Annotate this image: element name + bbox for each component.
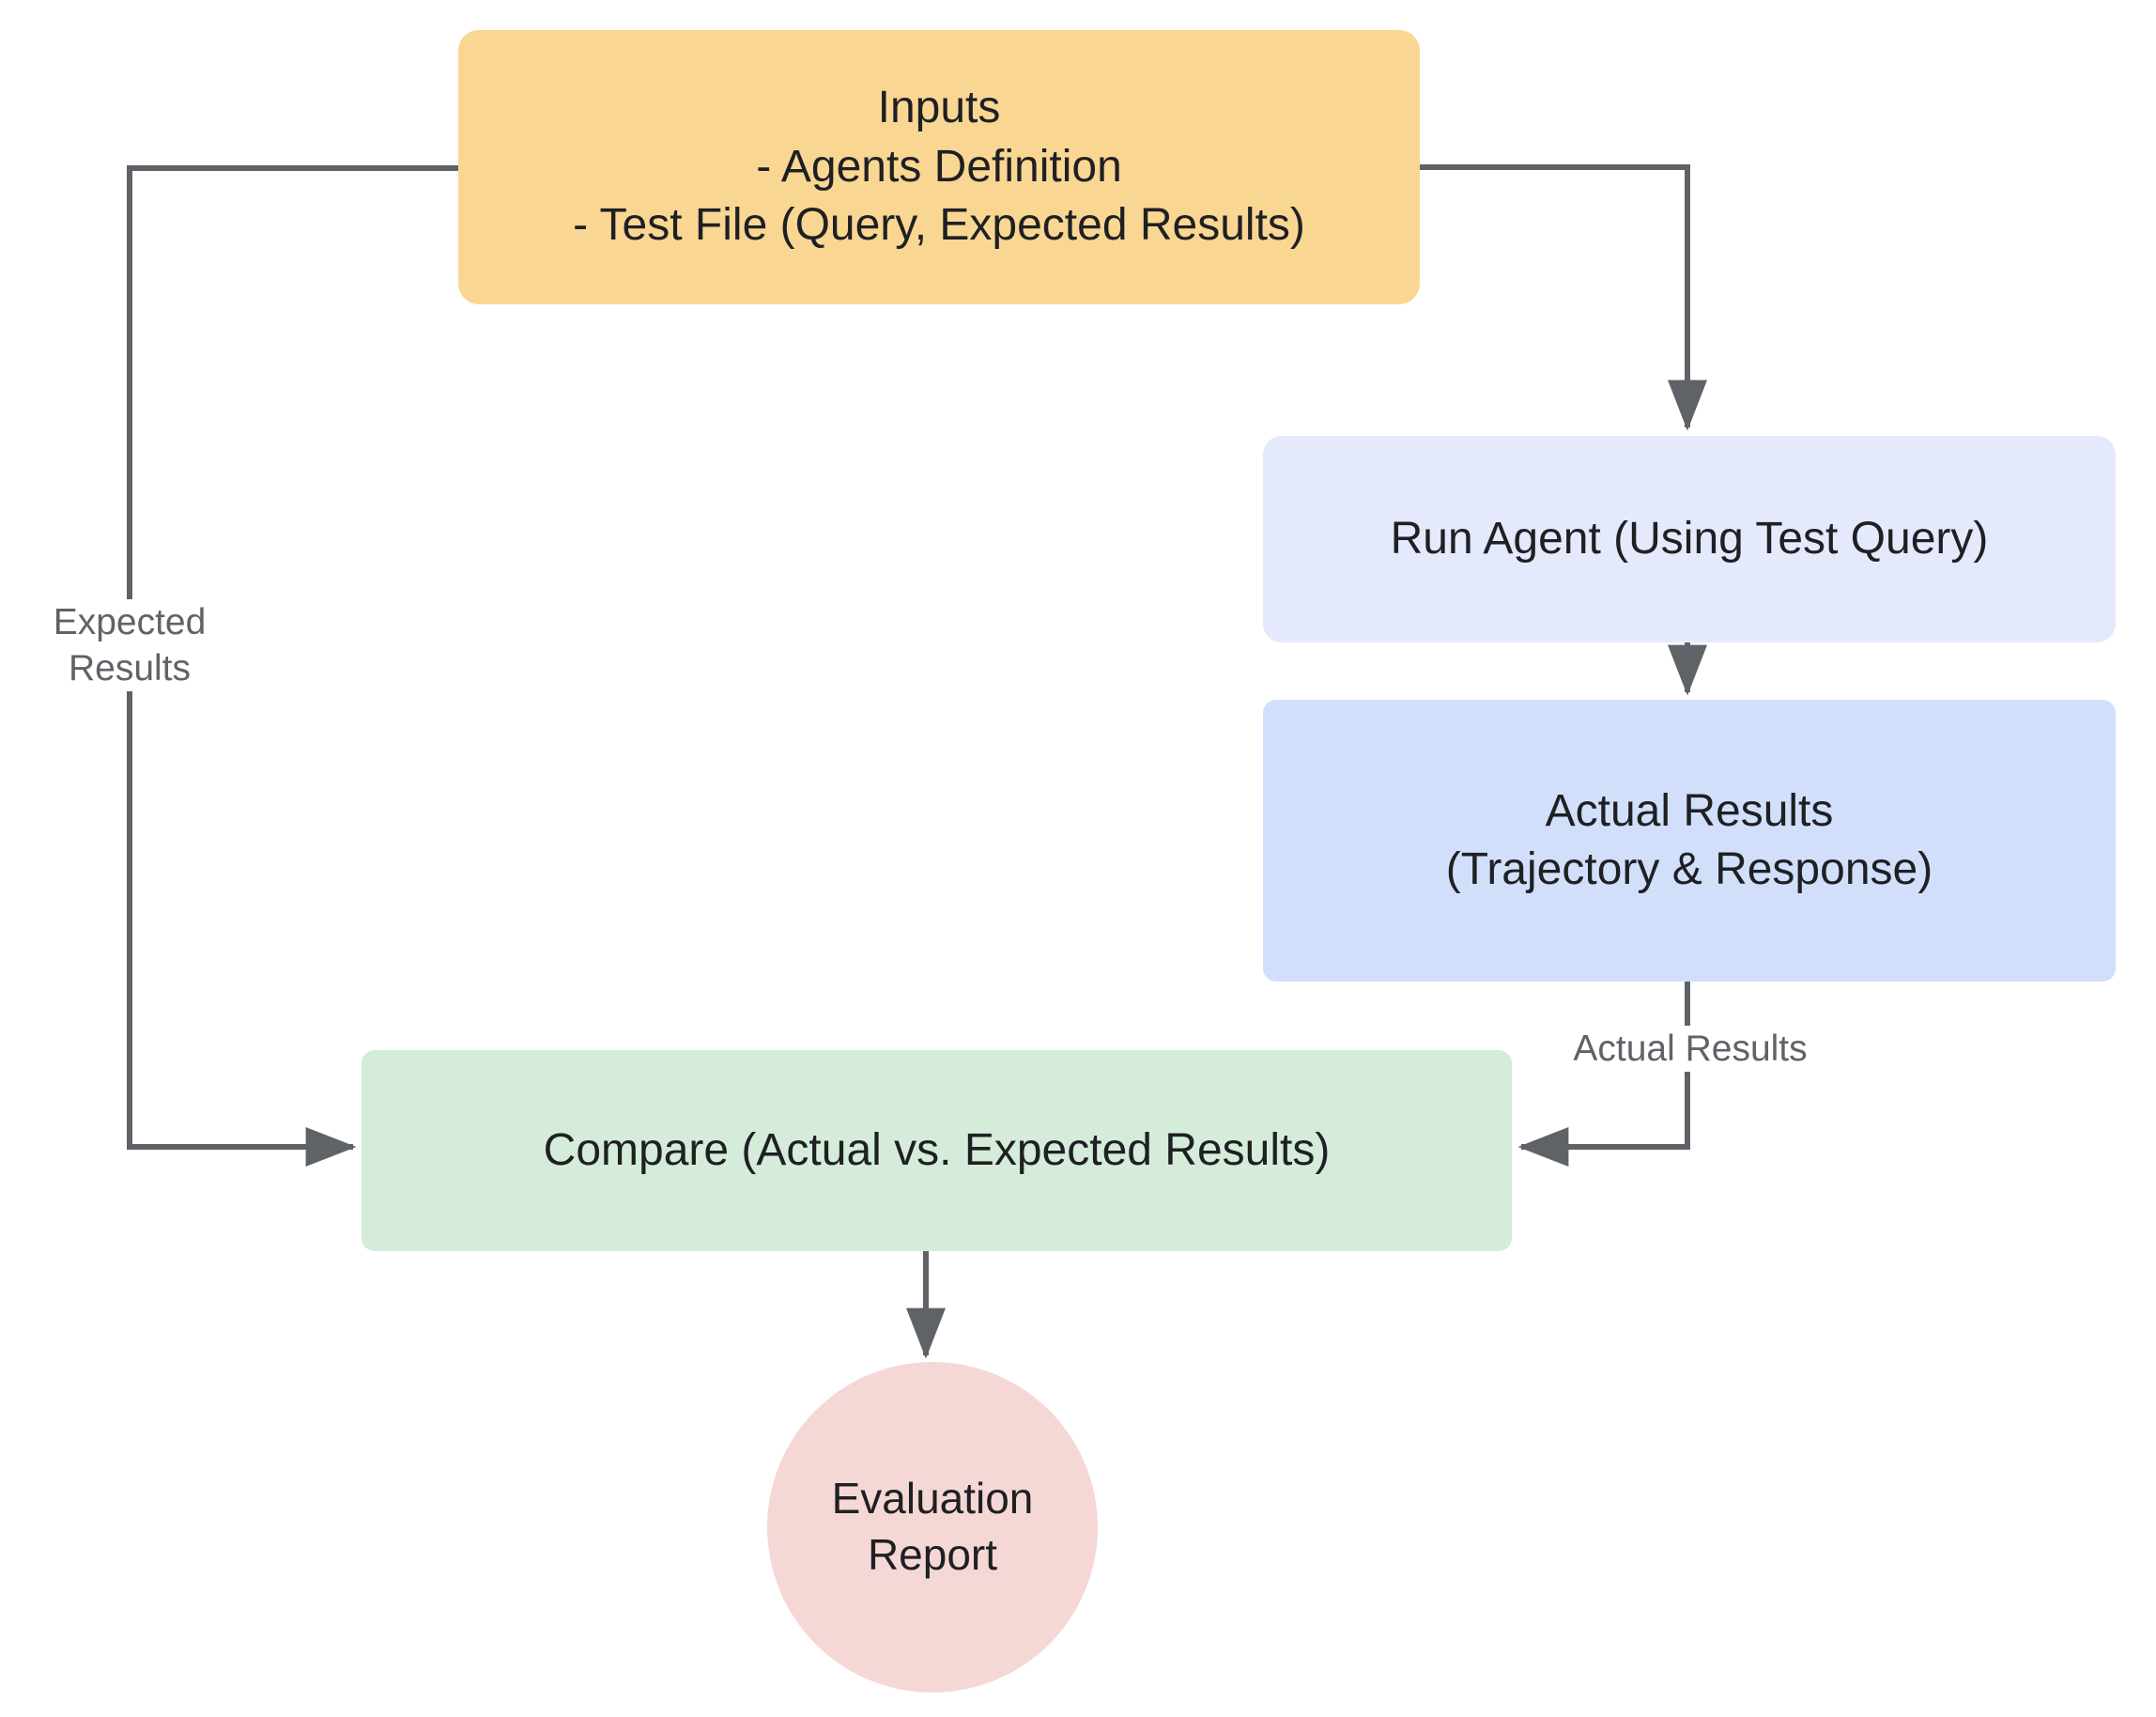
node-run-agent[interactable]: Run Agent (Using Test Query) xyxy=(1263,436,2116,642)
edge-label-actual-results: Actual Results xyxy=(1564,1026,1816,1073)
edge-inputs-to-run-agent xyxy=(1420,164,1707,431)
node-evaluation-report[interactable]: Evaluation Report xyxy=(767,1362,1098,1693)
edge-label-expected-results: Expected Results xyxy=(26,599,233,692)
node-inputs[interactable]: Inputs - Agents Definition - Test File (… xyxy=(458,30,1420,304)
node-compare[interactable]: Compare (Actual vs. Expected Results) xyxy=(362,1050,1512,1251)
node-actual-results[interactable]: Actual Results (Trajectory & Response) xyxy=(1263,700,2116,982)
